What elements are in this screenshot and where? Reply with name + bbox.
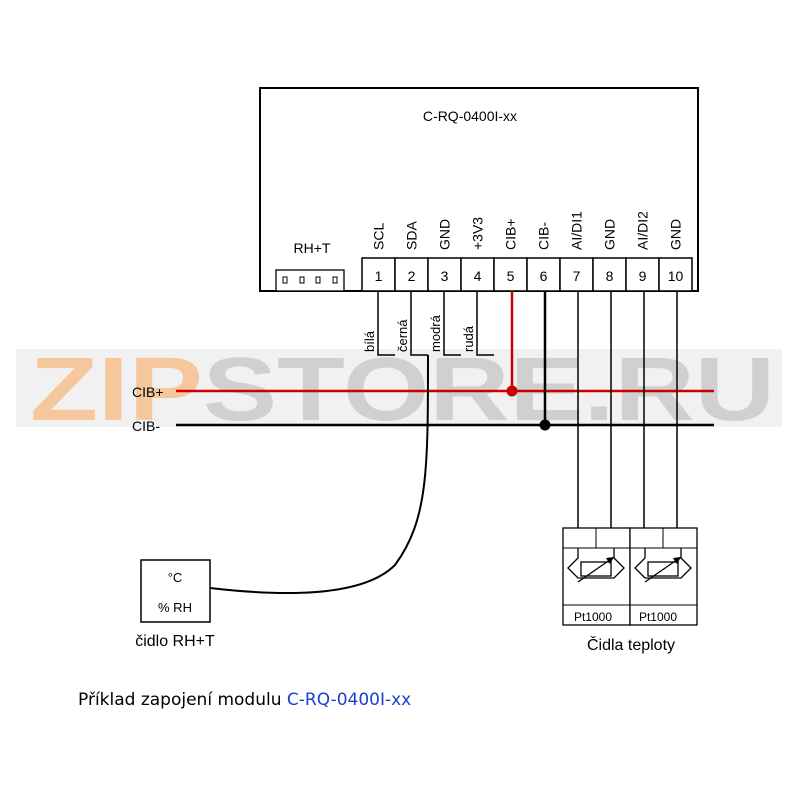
terminal-number-1: 1	[375, 268, 383, 284]
cib-plus-junction	[506, 385, 518, 397]
terminal-number-2: 2	[408, 268, 416, 284]
watermark-band	[16, 349, 782, 427]
temp-sensor-2-label: Pt1000	[639, 610, 677, 624]
cib-plus-label: CIB+	[132, 384, 164, 400]
temp-sensors-caption: Čidla teploty	[587, 635, 675, 654]
terminal-label-8: GND	[602, 219, 618, 250]
module-title: C-RQ-0400I-xx	[423, 108, 517, 124]
wire-color-label-3: modrá	[428, 314, 443, 352]
caption-module-name: C-RQ-0400I-xx	[286, 690, 412, 710]
terminal-label-7: AI/DI1	[569, 211, 585, 250]
terminal-1	[361, 257, 396, 292]
terminal-number-9: 9	[639, 268, 647, 284]
terminal-number-4: 4	[474, 268, 482, 284]
terminal-4	[460, 257, 495, 292]
rh-sensor-temp-label: °C	[168, 570, 183, 585]
terminal-number-3: 3	[441, 268, 449, 284]
wire-color-tabs	[377, 291, 494, 356]
terminal-9	[625, 257, 660, 292]
terminal-number-7: 7	[573, 268, 581, 284]
temp-sensor-1	[562, 527, 631, 626]
terminal-label-9: AI/DI2	[635, 211, 651, 250]
terminal-label-1: SCL	[371, 223, 387, 250]
terminal-number-10: 10	[668, 268, 684, 284]
terminal-3	[427, 257, 462, 292]
rh-connector-pins	[282, 276, 338, 284]
wire-color-label-4: rudá	[461, 325, 476, 352]
terminal-label-5: CIB+	[503, 218, 519, 250]
rh-sensor-box	[140, 559, 211, 623]
temp-sensor-2	[629, 527, 698, 626]
terminal-label-4: +3V3	[470, 217, 486, 250]
terminal-number-5: 5	[507, 268, 515, 284]
rh-sensor-cable	[209, 354, 429, 595]
terminal-label-10: GND	[668, 219, 684, 250]
rh-connector-label: RH+T	[294, 240, 331, 256]
temp-sensor-wires	[577, 291, 678, 528]
terminal-label-6: CIB-	[536, 222, 552, 250]
wire-color-label-2: černá	[395, 319, 410, 352]
rh-sensor-caption: čidlo RH+T	[135, 633, 215, 650]
rh-sensor-rh-label: % RH	[158, 600, 192, 615]
terminal-10	[658, 257, 693, 292]
terminal-label-2: SDA	[404, 221, 420, 250]
cib-minus-junction	[539, 419, 551, 431]
terminal-number-8: 8	[606, 268, 614, 284]
terminal-label-3: GND	[437, 219, 453, 250]
rh-connector	[275, 269, 345, 292]
terminal-block: 1 SCL 2 SDA 3 GND 4 +3V3 5 CIB+ 6 CIB- 7 AI/DI1 8 GND 9 A…	[361, 211, 693, 292]
caption-prefix: Příklad zapojení modulu	[78, 690, 287, 710]
temp-sensor-1-label: Pt1000	[574, 610, 612, 624]
wire-color-label-1: bílá	[362, 330, 377, 352]
cib-minus-label: CIB-	[132, 418, 160, 434]
figure-caption: Příklad zapojení modulu C-RQ-0400I-xx	[78, 690, 411, 710]
terminal-number-6: 6	[540, 268, 548, 284]
